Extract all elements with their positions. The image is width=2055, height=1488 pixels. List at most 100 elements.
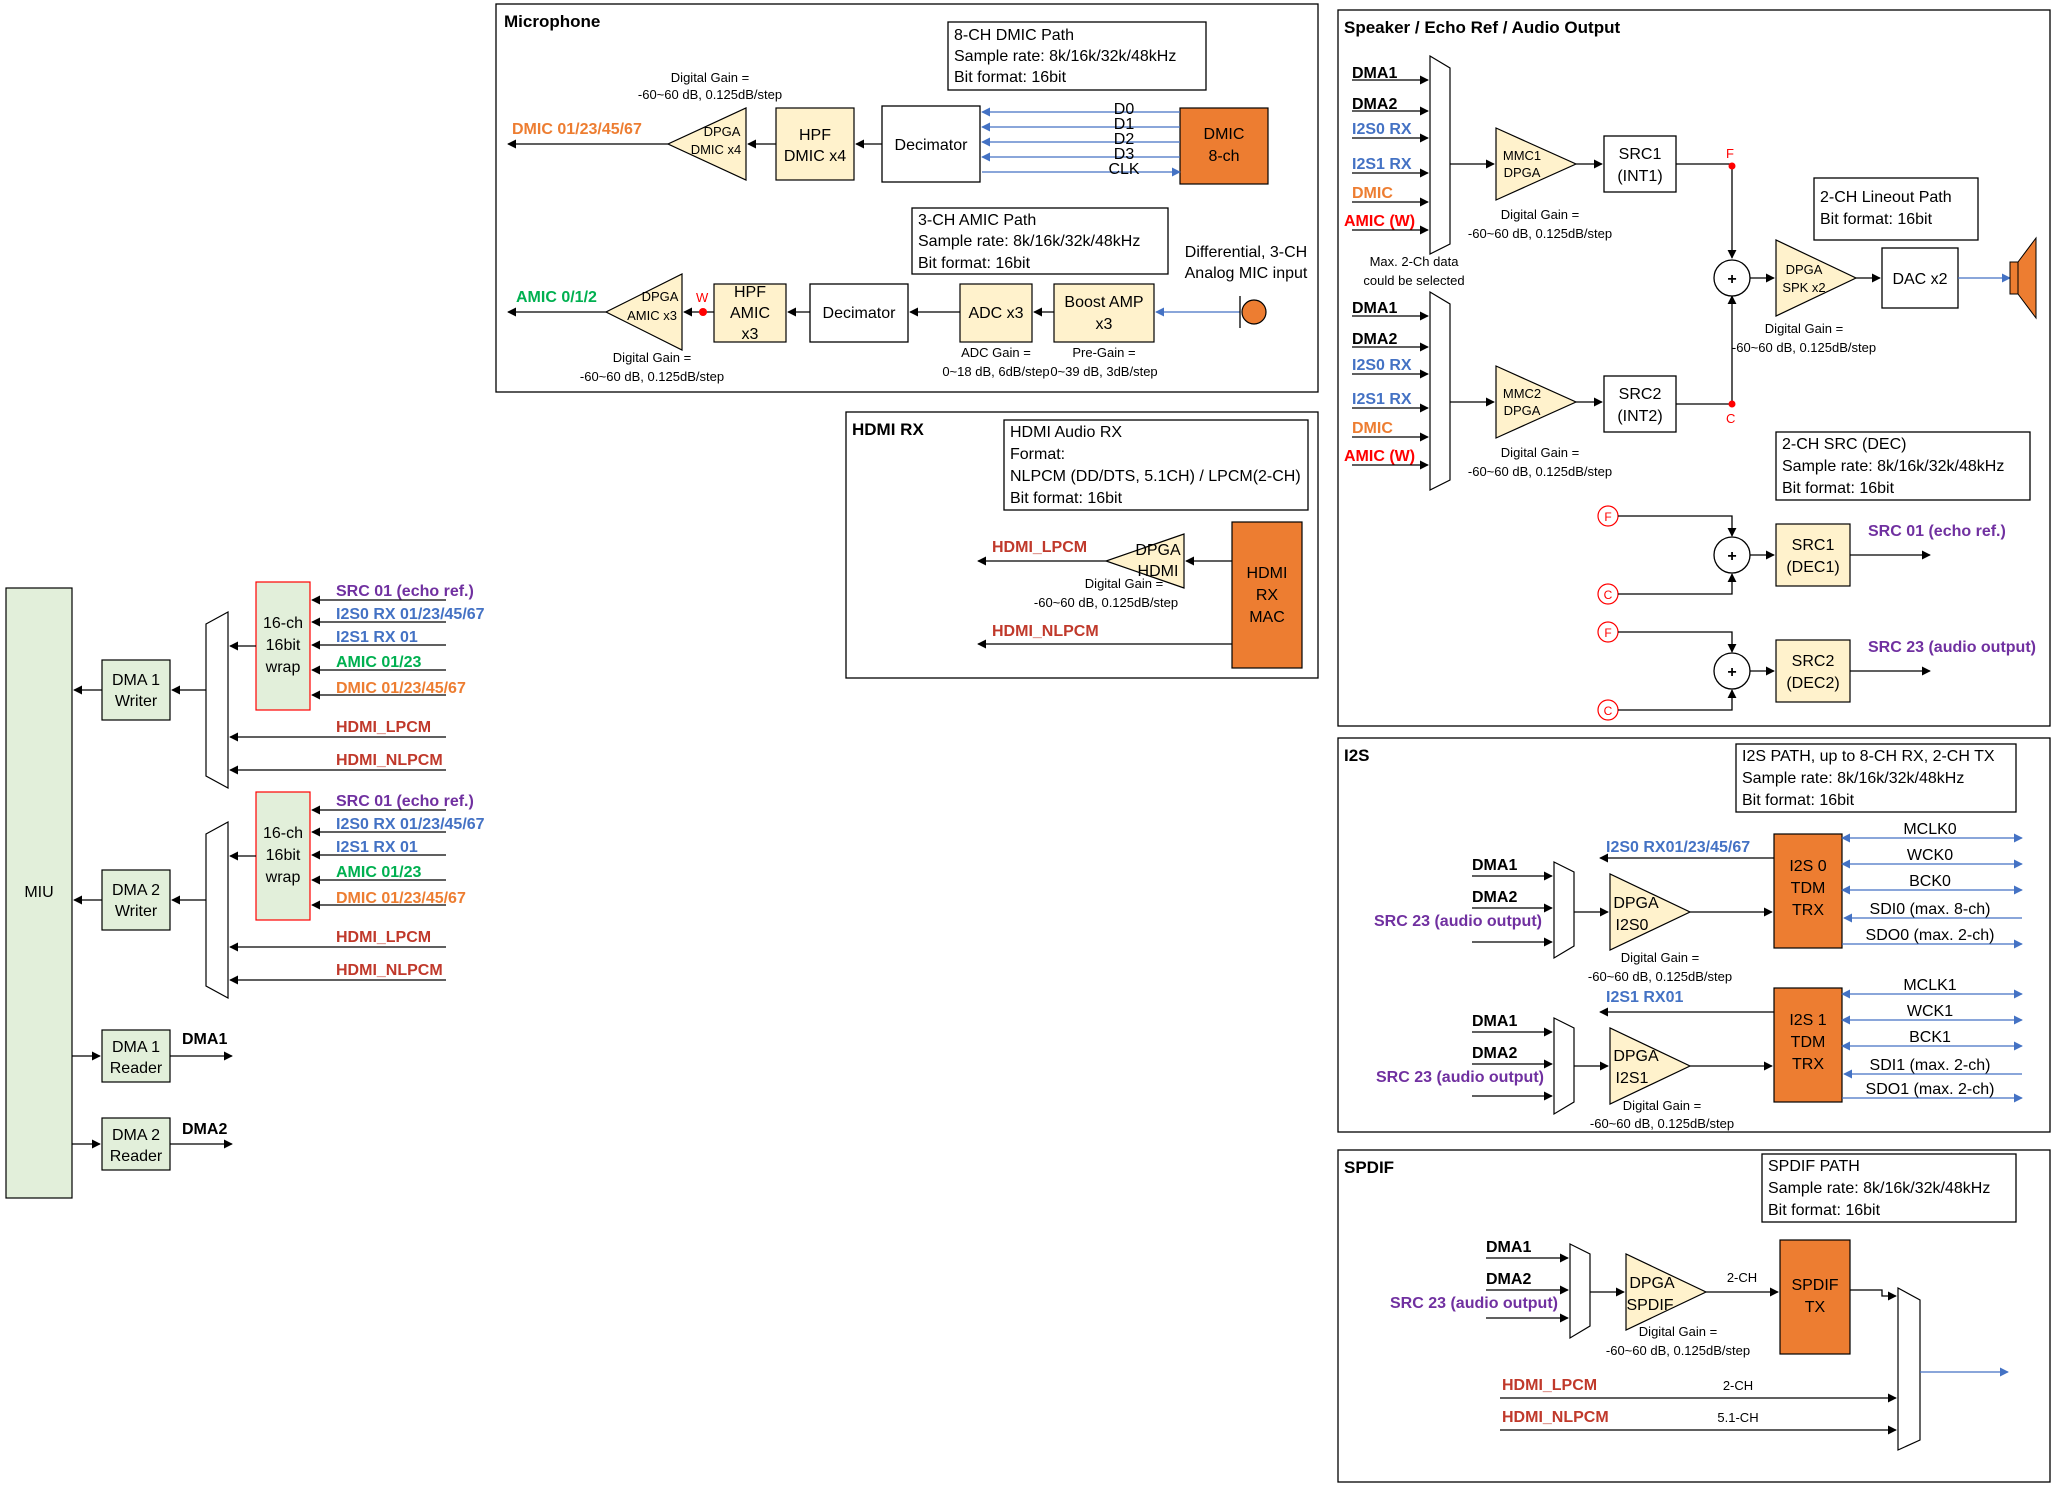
dpga-i2s1	[1609, 1027, 1692, 1105]
dmic-decimator	[881, 105, 981, 183]
adc-x3	[959, 283, 1033, 343]
muxa-amic: AMIC (W)	[1344, 213, 1415, 230]
src2-dec2-l2: (DEC2)	[1786, 675, 1839, 692]
dmic-info-3: Bit format: 16bit	[954, 69, 1067, 86]
i2s0-mux	[1553, 861, 1575, 960]
hpf-dmic-l2: DMIC x4	[784, 148, 846, 165]
sig0-sdo: SDO0 (max. 2-ch)	[1866, 927, 1995, 944]
hdmi-rx-section: HDMI RX HDMI Audio RX Format: NLPCM (DD/…	[845, 411, 1319, 679]
spdif-section: SPDIF SPDIF PATH Sample rate: 8k/16k/32k…	[1337, 1149, 2051, 1483]
hdmi-gain-1: Digital Gain =	[1085, 576, 1163, 591]
dpga-amic-l2: AMIC x3	[627, 308, 677, 323]
spdif-mux	[1569, 1243, 1591, 1340]
amic-info-1: 3-CH AMIC Path	[918, 212, 1036, 229]
i2s0-dma2: DMA2	[1472, 889, 1517, 906]
spdif-hdmi-nlpcm: HDMI_NLPCM	[1502, 1409, 1609, 1426]
dma1-reader-line1: DMA 1	[112, 1039, 160, 1056]
src1-l2: (INT1)	[1617, 168, 1662, 185]
spdif-tx	[1779, 1239, 1851, 1355]
speaker-frame	[1337, 9, 2051, 727]
sig1-sdo: SDO1 (max. 2-ch)	[1866, 1081, 1995, 1098]
i2s1-mux	[1553, 1017, 1575, 1116]
spdif-nlpcm-ch: 5.1-CH	[1717, 1410, 1758, 1425]
dma1-writer-line2: Writer	[115, 693, 158, 710]
w2-in-hdmi-lpcm: HDMI_LPCM	[336, 929, 431, 946]
w2-in-amic: AMIC 01/23	[336, 864, 421, 881]
speaker-icon	[2017, 236, 2037, 320]
spdif-gain-2: -60~60 dB, 0.125dB/step	[1606, 1343, 1750, 1358]
dmic-block-l2: 8-ch	[1208, 148, 1239, 165]
sig0-bck: BCK0	[1909, 873, 1951, 890]
lineout-info-1: 2-CH Lineout Path	[1820, 189, 1952, 206]
dmic-gain-2: -60~60 dB, 0.125dB/step	[638, 87, 782, 102]
mmc2-dpga	[1495, 365, 1578, 439]
dpga-spk	[1775, 239, 1858, 317]
wrap1-line3: wrap	[265, 659, 301, 676]
spdif-info-1: SPDIF PATH	[1768, 1158, 1860, 1175]
tap-c-label: C	[1726, 411, 1735, 426]
mmc2-l1: MMC2	[1503, 386, 1541, 401]
spdif-out-mux	[1897, 1286, 1921, 1451]
lineout-info	[1813, 177, 1979, 241]
mmc1-dpga	[1495, 127, 1578, 201]
sig1-mclk: MCLK1	[1903, 977, 1956, 994]
wrap1-line2: 16bit	[266, 637, 301, 654]
hpf-dmic	[775, 107, 855, 181]
muxb-dma2: DMA2	[1352, 331, 1397, 348]
spdif-info-2: Sample rate: 8k/16k/32k/48kHz	[1768, 1180, 1990, 1197]
amic-gain-2: -60~60 dB, 0.125dB/step	[580, 369, 724, 384]
echo-ref-out: SRC 01 (echo ref.)	[1868, 523, 2006, 540]
spdif-tx-l2: TX	[1805, 1299, 1826, 1316]
i2s1-tdm-trx	[1773, 987, 1843, 1103]
dmic-path-info	[947, 21, 1207, 91]
w1-in-amic: AMIC 01/23	[336, 654, 421, 671]
mmc1-gain-1: Digital Gain =	[1501, 207, 1579, 222]
w2-in-src01: SRC 01 (echo ref.)	[336, 793, 474, 810]
w1-in-hdmi-nlpcm: HDMI_NLPCM	[336, 752, 443, 769]
wrap2-line3: wrap	[265, 869, 301, 886]
i2s-frame	[1337, 737, 2051, 1133]
hdmi-frame	[845, 411, 1319, 679]
hpf-amic	[713, 283, 787, 343]
boost-l2: x3	[1096, 316, 1113, 333]
i2s1-src23: SRC 23 (audio output)	[1376, 1069, 1544, 1086]
hdmi-gain-2: -60~60 dB, 0.125dB/step	[1034, 595, 1178, 610]
dmic-out-label: DMIC 01/23/45/67	[512, 121, 642, 138]
sig0-mclk: MCLK0	[1903, 821, 1956, 838]
i2s0-src23: SRC 23 (audio output)	[1374, 913, 1542, 930]
dma2-reader-block	[101, 1117, 171, 1171]
dmic-line-d2: D2	[1114, 131, 1135, 148]
i2s0-rx-label: I2S0 RX01/23/45/67	[1606, 839, 1750, 856]
dpga-amic-l1: DPGA	[642, 289, 679, 304]
microphone-frame	[495, 3, 1319, 393]
microphone-section: Microphone 8-CH DMIC Path Sample rate: 8…	[495, 3, 1319, 393]
sig0-wck: WCK0	[1907, 847, 1953, 864]
boost-l1: Boost AMP	[1064, 294, 1143, 311]
dpga-spdif-l2: SPDIF	[1626, 1297, 1673, 1314]
w1-in-hdmi-lpcm: HDMI_LPCM	[336, 719, 431, 736]
spdif-dma2: DMA2	[1486, 1271, 1531, 1288]
dpga-amic	[604, 273, 683, 351]
i2s-info-3: Bit format: 16bit	[1742, 792, 1855, 809]
w2-in-i2s1: I2S1 RX 01	[336, 839, 418, 856]
i2s0-gain-1: Digital Gain =	[1621, 950, 1699, 965]
analog-in-l1: Differential, 3-CH	[1185, 244, 1307, 261]
i2s-info	[1735, 743, 2017, 813]
w2-in-i2s0: I2S0 RX 01/23/45/67	[336, 816, 485, 833]
trx1-l2: TDM	[1791, 1034, 1826, 1051]
mux-note-2: could be selected	[1363, 273, 1464, 288]
src2-int2	[1603, 375, 1677, 433]
pre-gain-1: Pre-Gain =	[1072, 345, 1135, 360]
dpga-dmic-l1: DPGA	[704, 124, 741, 139]
dmic-info-1: 8-CH DMIC Path	[954, 27, 1074, 44]
mmc1-l1: MMC1	[1503, 148, 1541, 163]
muxa-dma2: DMA2	[1352, 96, 1397, 113]
i2s0-gain-2: -60~60 dB, 0.125dB/step	[1588, 969, 1732, 984]
pre-gain-2: 0~39 dB, 3dB/step	[1050, 364, 1157, 379]
speaker-icon-body	[2009, 261, 2019, 295]
i2s0-dma1: DMA1	[1472, 857, 1517, 874]
dac-label: DAC x2	[1892, 271, 1947, 288]
trx0-l1: I2S 0	[1789, 858, 1826, 875]
dmic-decimator-label: Decimator	[895, 137, 969, 154]
